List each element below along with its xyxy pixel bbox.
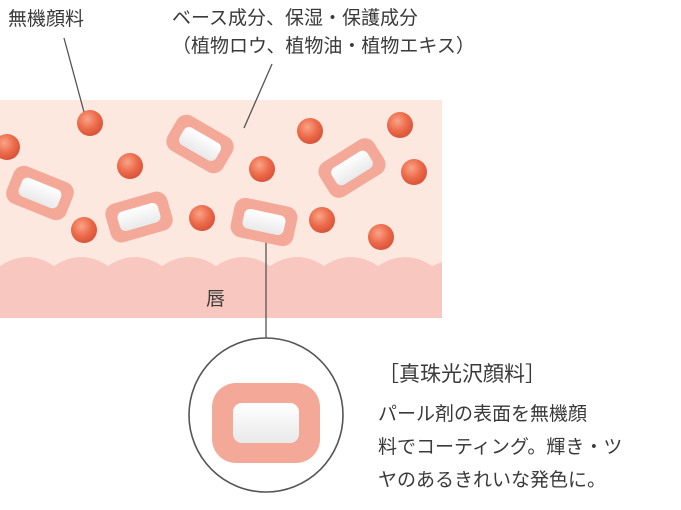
pearl-pigment-description: パール剤の表面を無機顔 料でコーティング。輝き・ツ ヤのあるきれいな発色に。 (378, 398, 622, 497)
base-ingredient-label-line2: （植物ロウ、植物油・植物エキス） (172, 35, 475, 57)
pointer-line-inorganic (63, 37, 85, 113)
pigment-dot (297, 118, 323, 144)
pearl-particle (230, 197, 298, 247)
pigment-dot (401, 159, 427, 185)
pearl-desc-line1: パール剤の表面を無機顔 (378, 403, 588, 425)
base-ingredient-label: ベース成分、保湿・保護成分 （植物ロウ、植物油・植物エキス） (172, 4, 475, 60)
pigment-dot (77, 110, 103, 136)
lip-label: 唇 (206, 288, 226, 310)
pigment-dot (309, 207, 335, 233)
pearl-desc-line2: 料でコーティング。輝き・ツ (378, 436, 623, 458)
pearl-desc-line3: ヤのあるきれいな発色に。 (378, 469, 607, 491)
pearl-pigment-title: ［真珠光沢顔料］ (378, 362, 546, 386)
inorganic-pigment-particles (0, 110, 427, 250)
lip-layer (0, 257, 442, 318)
pointer-line-base (243, 63, 273, 129)
magnified-pearl-particle (212, 383, 320, 463)
pearl-particle (166, 114, 234, 174)
pigment-dot (189, 205, 215, 231)
pigment-dot (387, 112, 413, 138)
pearl-particle (105, 191, 173, 243)
inorganic-pigment-label: 無機顔料 (8, 8, 85, 30)
pearl-particle (318, 138, 386, 198)
pigment-dot (368, 224, 394, 250)
base-ingredient-label-line1: ベース成分、保湿・保護成分 (172, 7, 419, 29)
pigment-dot (249, 156, 275, 182)
pigment-dot (117, 153, 143, 179)
pearl-pigment-particles (6, 114, 386, 247)
pigment-dot (71, 217, 97, 243)
pigment-dot (0, 134, 20, 160)
pearl-particle (6, 165, 74, 221)
